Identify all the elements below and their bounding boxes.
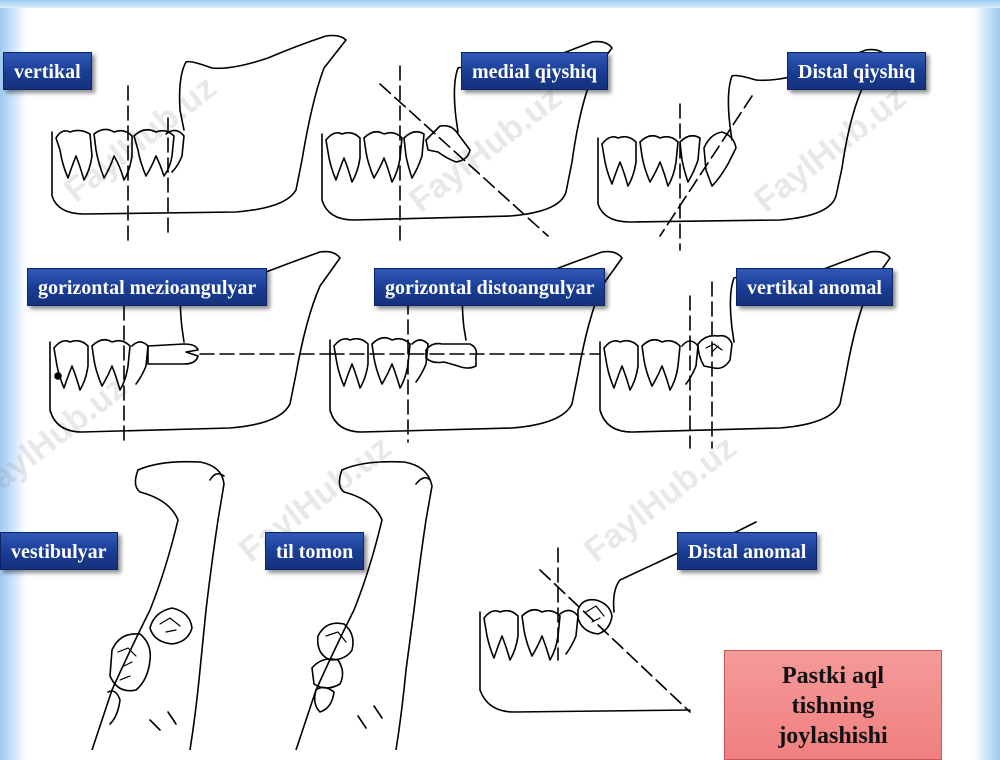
title-line-1: Pastki aql: [781, 663, 885, 689]
title-line-3: joylashishi: [778, 723, 888, 749]
label-vertikal: vertikal: [3, 52, 92, 90]
label-distal-anomal: Distal anomal: [677, 532, 818, 570]
label-distal-qiyshiq: Distal qiyshiq: [787, 52, 927, 90]
label-gorizontal-distoangulyar: gorizontal distoangulyar: [374, 268, 606, 306]
label-medial-qiyshiq: medial qiyshiq: [461, 52, 609, 90]
jaw-vertikal: [51, 34, 347, 245]
jaw-distal-anomal: [479, 521, 757, 713]
label-vertikal-anomal: vertikal anomal: [736, 268, 893, 306]
jaw-til-tomon: [295, 460, 433, 750]
label-vestibulyar: vestibulyar: [0, 532, 118, 570]
jaw-distal-qiyshiq: [597, 48, 887, 251]
title-line-2: tishning: [791, 693, 875, 719]
jaw-vestibulyar: [91, 460, 225, 750]
top-frame-band: [0, 0, 1000, 8]
title-box: Pastki aql tishning joylashishi: [724, 650, 942, 760]
jaw-medial-qiyshiq: [321, 40, 613, 247]
label-gorizontal-mezioangulyar: gorizontal mezioangulyar: [27, 268, 268, 306]
label-til-tomon: til tomon: [265, 532, 365, 570]
